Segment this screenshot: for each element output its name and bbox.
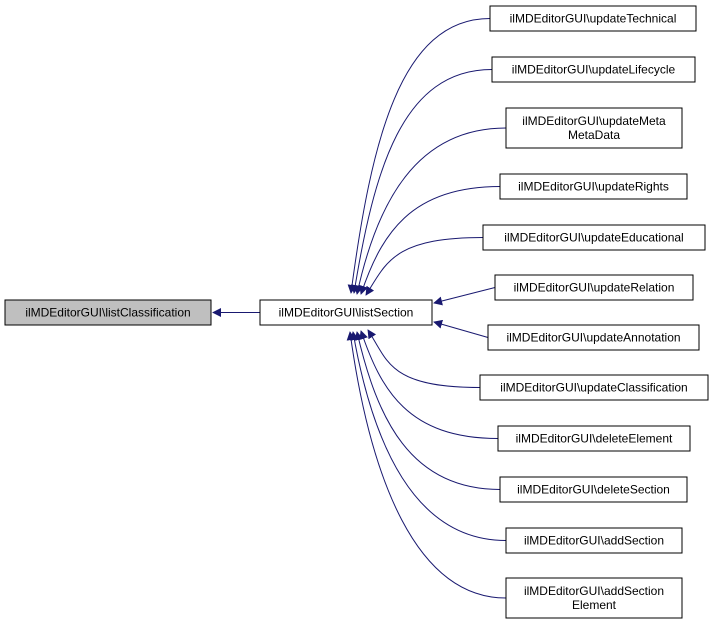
node-update-technical[interactable]: ilMDEditorGUI\updateTechnical — [489, 5, 697, 32]
edge-delete-element-to-list-section — [359, 330, 499, 439]
node-box — [499, 173, 688, 200]
node-box — [259, 299, 433, 326]
node-update-lifecycle[interactable]: ilMDEditorGUI\updateLifecycle — [491, 56, 696, 83]
node-label: ilMDEditorGUI\updateEducational — [504, 231, 683, 245]
node-box — [497, 425, 691, 452]
node-label: ilMDEditorGUI\updateAnnotation — [506, 331, 680, 345]
node-box — [491, 56, 696, 83]
node-label: ilMDEditorGUI\deleteElement — [516, 432, 673, 446]
node-label: ilMDEditorGUI\deleteSection — [517, 483, 670, 497]
edge-update-lifecycle-to-list-section — [350, 69, 493, 294]
node-list-section[interactable]: ilMDEditorGUI\listSection — [259, 299, 433, 326]
node-label: ilMDEditorGUI\addSection — [524, 584, 664, 598]
edge-update-annotation-to-list-section — [433, 319, 489, 338]
node-update-educational[interactable]: ilMDEditorGUI\updateEducational — [482, 224, 706, 251]
node-box — [487, 324, 700, 351]
edge-delete-section-to-list-section — [354, 331, 501, 490]
node-delete-element[interactable]: ilMDEditorGUI\deleteElement — [497, 425, 691, 452]
edges-group — [212, 18, 507, 599]
node-label: ilMDEditorGUI\updateLifecycle — [512, 63, 676, 77]
node-label: ilMDEditorGUI\updateClassification — [500, 381, 687, 395]
node-label: ilMDEditorGUI\updateRelation — [514, 281, 675, 295]
node-label: Element — [572, 598, 617, 612]
node-label: ilMDEditorGUI\listSection — [279, 306, 414, 320]
edge-update-educational-to-list-section — [365, 237, 484, 296]
node-update-rights[interactable]: ilMDEditorGUI\updateRights — [499, 173, 688, 200]
node-box — [494, 274, 694, 301]
edge-update-classification-to-list-section — [367, 329, 481, 388]
edge-update-relation-to-list-section — [433, 287, 496, 306]
node-box — [4, 299, 212, 326]
node-box — [505, 107, 683, 149]
node-label: MetaData — [568, 128, 620, 142]
node-delete-section[interactable]: ilMDEditorGUI\deleteSection — [499, 476, 688, 503]
edge-add-section-to-list-section — [349, 331, 507, 541]
edge-update-technical-to-list-section — [347, 18, 491, 294]
node-box — [505, 577, 683, 619]
node-box — [479, 374, 709, 401]
node-update-classification[interactable]: ilMDEditorGUI\updateClassification — [479, 374, 709, 401]
node-update-annotation[interactable]: ilMDEditorGUI\updateAnnotation — [487, 324, 700, 351]
nodes-group: ilMDEditorGUI\listClassification ilMDEdit… — [4, 5, 709, 619]
node-label: ilMDEditorGUI\updateTechnical — [510, 12, 677, 26]
node-box — [505, 527, 683, 554]
edge-add-section-element-to-list-section — [346, 331, 507, 599]
node-box — [499, 476, 688, 503]
node-update-relation[interactable]: ilMDEditorGUI\updateRelation — [494, 274, 694, 301]
node-box — [489, 5, 697, 32]
node-list-classification: ilMDEditorGUI\listClassification — [4, 299, 212, 326]
node-box — [482, 224, 706, 251]
edge-update-meta-meta-data-to-list-section — [354, 127, 507, 295]
node-label: ilMDEditorGUI\updateMeta — [522, 114, 666, 128]
node-label: ilMDEditorGUI\listClassification — [25, 306, 190, 320]
node-label: ilMDEditorGUI\addSection — [524, 534, 664, 548]
node-add-section[interactable]: ilMDEditorGUI\addSection — [505, 527, 683, 554]
edge-update-rights-to-list-section — [359, 186, 501, 295]
node-label: ilMDEditorGUI\updateRights — [518, 180, 669, 194]
